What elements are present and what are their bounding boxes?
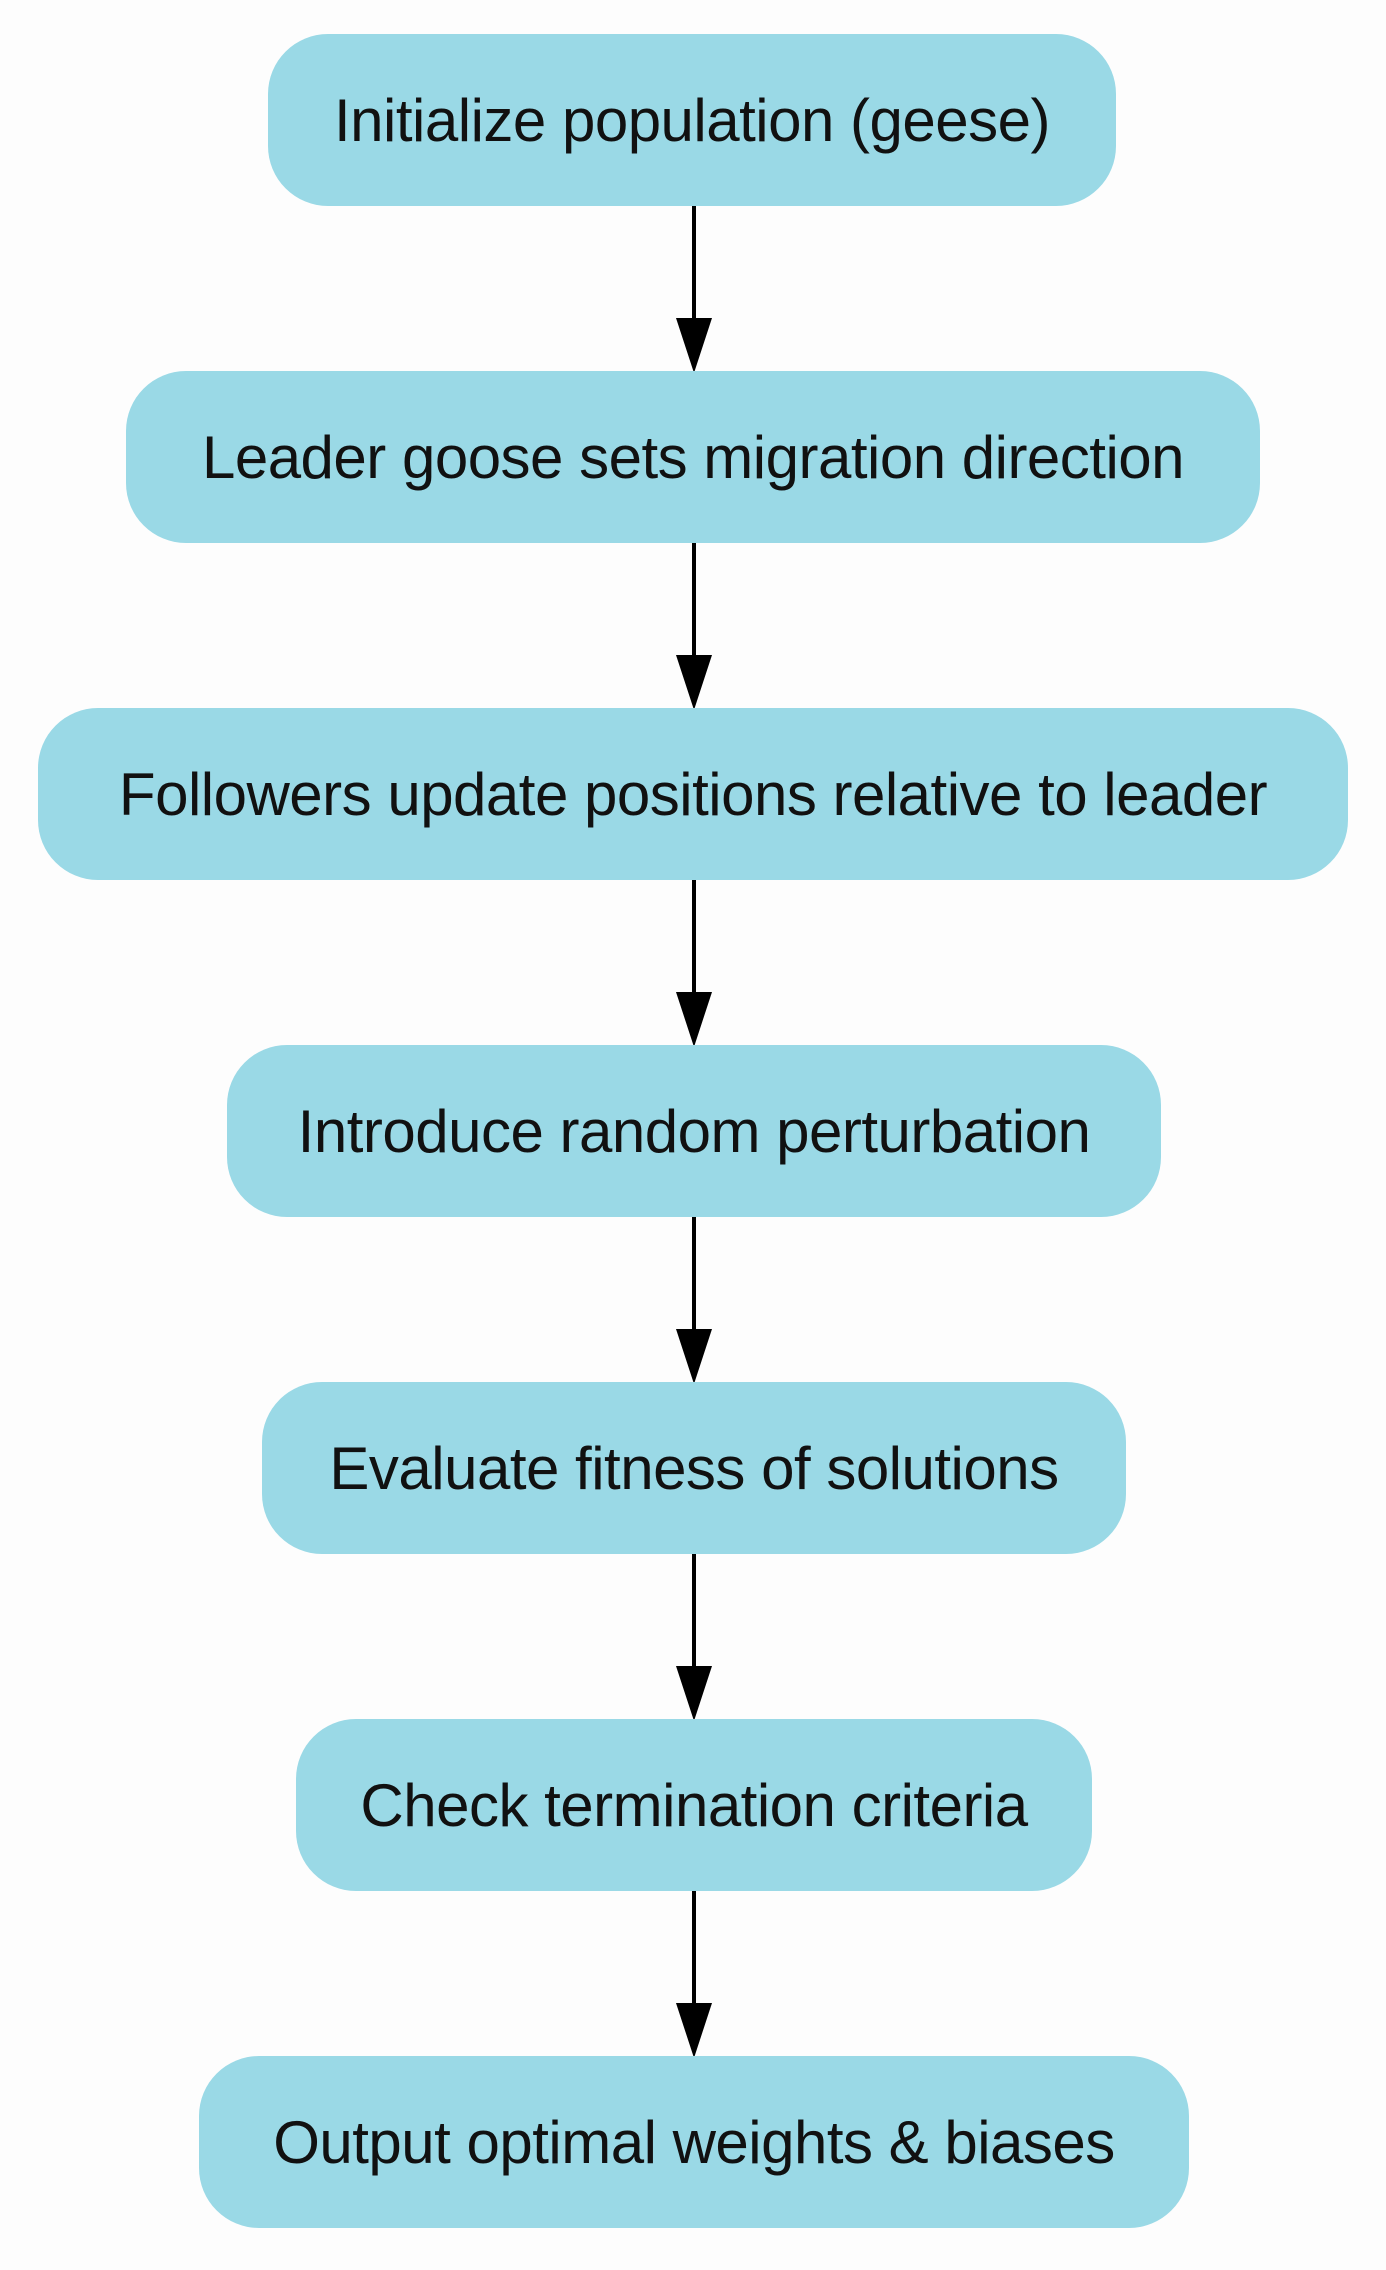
node-label: Leader goose sets migration direction xyxy=(201,423,1185,491)
node-output-weights-biases: Output optimal weights & biases xyxy=(199,2056,1189,2228)
node-initialize-population: Initialize population (geese) xyxy=(268,34,1116,206)
arrowhead-icon xyxy=(676,655,712,710)
arrowhead-icon xyxy=(676,318,712,373)
arrowhead-icon xyxy=(676,2003,712,2058)
node-label: Evaluate fitness of solutions xyxy=(329,1434,1059,1502)
edge-n4-n5 xyxy=(676,1217,712,1384)
node-label: Check termination criteria xyxy=(360,1771,1028,1839)
edge-n3-n4 xyxy=(676,880,712,1047)
node-followers-update-positions: Followers update positions relative to l… xyxy=(38,708,1348,880)
node-evaluate-fitness: Evaluate fitness of solutions xyxy=(262,1382,1126,1554)
node-label: Followers update positions relative to l… xyxy=(118,760,1268,828)
arrowhead-icon xyxy=(676,992,712,1047)
edge-n2-n3 xyxy=(676,543,712,710)
node-label: Introduce random perturbation xyxy=(297,1097,1091,1165)
node-random-perturbation: Introduce random perturbation xyxy=(227,1045,1161,1217)
node-leader-sets-direction: Leader goose sets migration direction xyxy=(126,371,1260,543)
node-check-termination: Check termination criteria xyxy=(296,1719,1092,1891)
edge-n1-n2 xyxy=(676,206,712,373)
node-label: Initialize population (geese) xyxy=(334,86,1050,154)
edge-n6-n7 xyxy=(676,1891,712,2058)
node-label: Output optimal weights & biases xyxy=(273,2108,1115,2176)
arrowhead-icon xyxy=(676,1666,712,1721)
arrowhead-icon xyxy=(676,1329,712,1384)
edge-n5-n6 xyxy=(676,1554,712,1721)
